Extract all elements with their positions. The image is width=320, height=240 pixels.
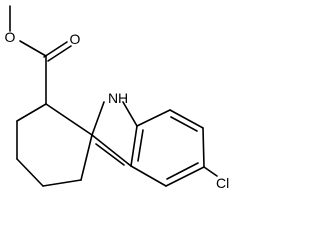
bond-ring-4 [42, 179, 82, 187]
bonds [9, 5, 218, 187]
bond-benz-double-3 [166, 162, 199, 180]
bond-benz-5 [130, 165, 167, 187]
molecule-diagram: O O N H Cl [5, 5, 230, 191]
atom-labels: O O N H Cl [5, 29, 230, 191]
bond-nh-c [122, 101, 138, 127]
bond-pyrrole-double [95, 143, 125, 166]
bond-carbonyl-double-b [47, 45, 72, 62]
bond-c-cl [203, 166, 218, 177]
ester-oxygen-label: O [5, 29, 16, 45]
bond-ring-1 [16, 103, 47, 122]
bond-ring-6 [45, 103, 93, 136]
bond-o-carbonyl [19, 40, 47, 57]
chlorine-label: Cl [216, 175, 229, 191]
bond-carbonyl-double-a [43, 41, 68, 58]
bond-benz-double-2 [137, 129, 144, 162]
bond-c-nh [91, 101, 105, 136]
carbonyl-oxygen-label: O [70, 31, 81, 47]
bond-ring-fusion [130, 125, 138, 167]
bond-benz-double-1 [170, 116, 198, 132]
bond-benz-4 [165, 166, 205, 187]
nitrogen-hydrogen-label: H [118, 90, 128, 106]
nitrogen-label: N [108, 90, 118, 106]
bond-benz-3 [202, 127, 205, 168]
bond-benz-1 [136, 109, 171, 127]
bond-ring-3 [16, 158, 44, 187]
bond-pyrrole-bottom [91, 134, 132, 167]
bond-benz-2 [169, 109, 204, 129]
bond-ring-5 [80, 134, 93, 181]
